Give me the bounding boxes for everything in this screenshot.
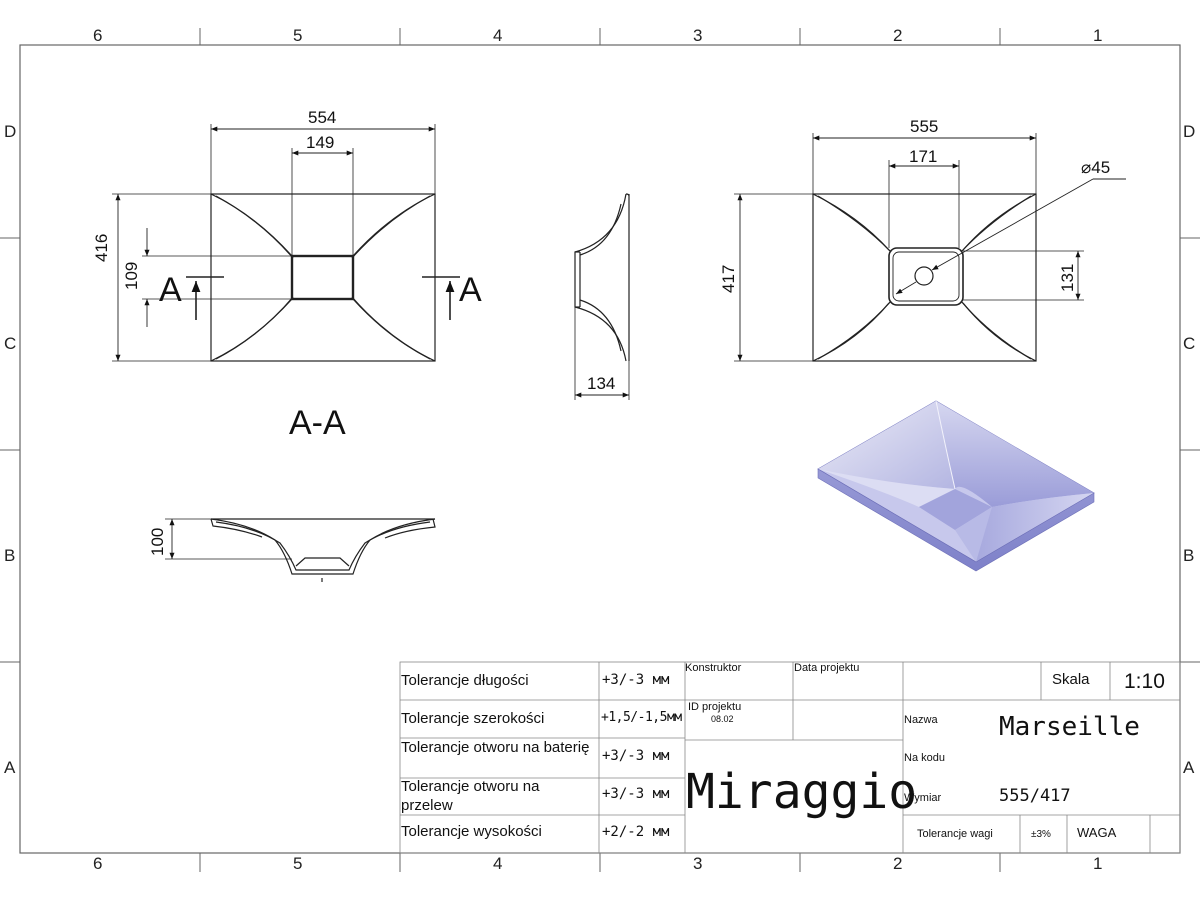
zone-col-1-top: 1: [1093, 26, 1103, 45]
zone-col-1-bottom: 1: [1093, 854, 1103, 873]
tolerance-length-value: +3/-3 мм: [602, 672, 670, 688]
zone-row-c-right: C: [1183, 334, 1196, 353]
zone-col-2-top: 2: [893, 26, 903, 45]
tolerancje-wagi-label: Tolerancje wagi: [917, 828, 993, 840]
dim-drain-diameter-45: ⌀45: [1081, 158, 1111, 177]
dim-hole-width-149: 149: [306, 133, 335, 152]
company-name: Miraggio: [686, 764, 918, 820]
top-view-right: [734, 133, 1126, 362]
dim-width-555: 555: [910, 117, 939, 136]
zone-col-6-top: 6: [93, 26, 103, 45]
zone-row-d-right: D: [1183, 122, 1196, 141]
zone-col-4-bottom: 4: [493, 854, 503, 873]
tolerance-height-value: +2/-2 мм: [602, 824, 670, 840]
tolerance-overflow-hole-label: Tolerancje otworu na przelew: [401, 778, 540, 814]
tolerancje-wagi-value: ±3%: [1031, 829, 1051, 840]
dim-hole-width-171: 171: [909, 147, 938, 166]
top-section-view: [112, 124, 460, 362]
zone-row-c-left: C: [4, 334, 17, 353]
dim-hole-depth-109: 109: [122, 261, 141, 290]
waga-label: WAGA: [1077, 825, 1117, 840]
skala-value: 1:10: [1124, 670, 1165, 693]
dim-hole-depth-131: 131: [1058, 263, 1077, 292]
nazwa-value: Marseille: [999, 712, 1140, 742]
na-kodu-label: Na kodu: [904, 752, 945, 764]
data-projektu-label: Data projektu: [794, 662, 860, 674]
zone-row-a-right: A: [1183, 758, 1195, 777]
nazwa-label: Nazwa: [904, 714, 938, 726]
zone-col-6-bottom: 6: [93, 854, 103, 873]
zone-col-4-top: 4: [493, 26, 503, 45]
tolerance-width-value: +1,5/-1,5мм: [601, 710, 682, 725]
tolerance-height-label: Tolerancje wysokości: [401, 823, 542, 840]
skala-label: Skala: [1052, 671, 1090, 688]
wymiar-label: Wymiar: [904, 792, 942, 804]
side-profile-view: [574, 193, 630, 400]
basin-3d-render: [817, 400, 1095, 572]
section-title: A-A: [289, 404, 346, 442]
id-projektu-value: 08.02: [711, 714, 734, 724]
front-section-view: [165, 518, 436, 582]
zone-row-a-left: A: [4, 758, 16, 777]
zone-col-3-bottom: 3: [693, 854, 703, 873]
zone-row-d-left: D: [4, 122, 17, 141]
zone-col-3-top: 3: [693, 26, 703, 45]
zone-row-b-left: B: [4, 546, 16, 565]
tolerance-length-label: Tolerancje długości: [401, 672, 529, 689]
zone-col-2-bottom: 2: [893, 854, 903, 873]
dim-height-100: 100: [148, 527, 167, 556]
zone-row-b-right: B: [1183, 546, 1195, 565]
section-mark-left: A: [159, 271, 182, 309]
section-mark-right: A: [459, 271, 482, 309]
wymiar-value: 555/417: [999, 786, 1071, 806]
title-block-grid: [399, 661, 1181, 854]
zone-col-5-top: 5: [293, 26, 303, 45]
tolerance-overflow-hole-value: +3/-3 мм: [602, 786, 670, 802]
id-projektu-label: ID projektu: [688, 701, 742, 713]
tolerance-faucet-hole-value: +3/-3 мм: [602, 748, 670, 764]
dim-depth-417: 417: [719, 264, 738, 293]
dim-depth-416: 416: [92, 233, 111, 262]
tolerance-faucet-hole-label: Tolerancje otworu na baterię: [401, 739, 590, 756]
dim-width-554: 554: [308, 108, 337, 127]
konstruktor-label: Konstruktor: [685, 662, 742, 674]
tolerance-width-label: Tolerancje szerokości: [401, 710, 545, 727]
zone-col-5-bottom: 5: [293, 854, 303, 873]
dim-height-134: 134: [587, 374, 616, 393]
